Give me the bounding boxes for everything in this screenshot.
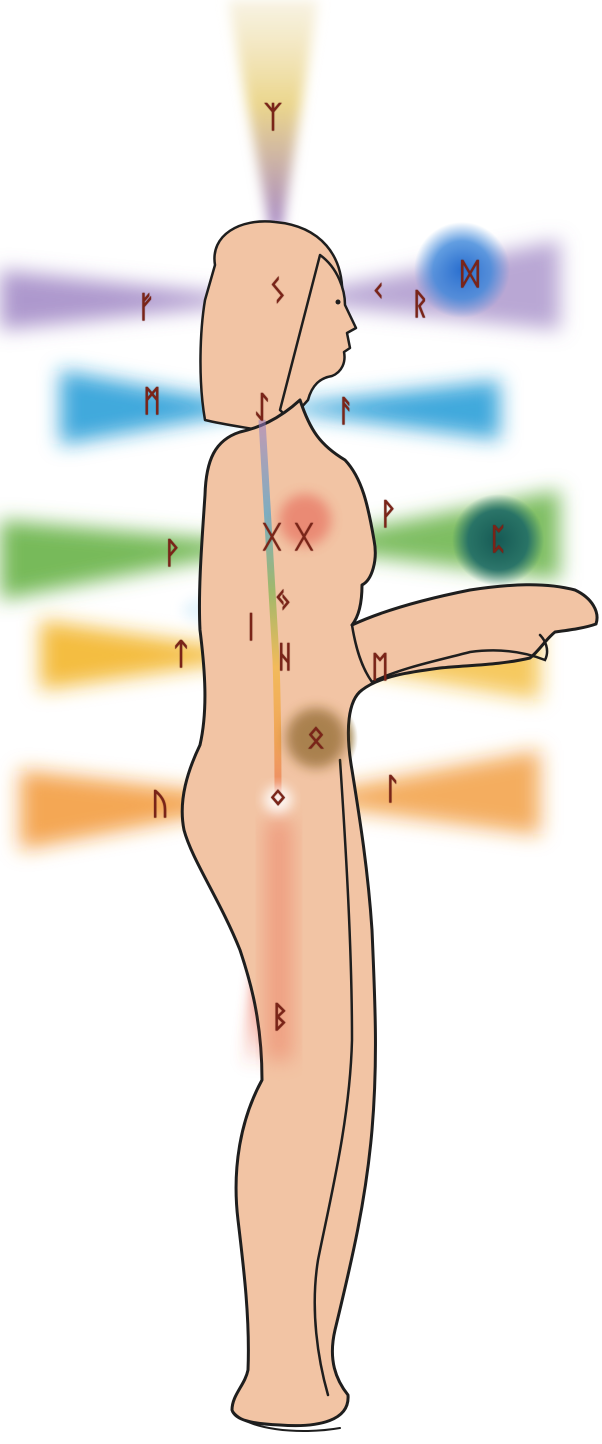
rune-hagalaz: ᚺ xyxy=(276,643,294,673)
rune-gebo-2: ᚷ xyxy=(295,523,313,553)
rune-ingwaz: ᛜ xyxy=(269,785,287,815)
rune-gebo: ᚷ xyxy=(263,523,281,553)
eye xyxy=(336,300,341,305)
rune-othala: ᛟ xyxy=(307,723,325,753)
rune-laguz: ᛚ xyxy=(383,775,401,805)
rune-ansuz: ᚨ xyxy=(337,397,355,427)
rune-mannaz: ᛗ xyxy=(143,387,161,417)
rune-fehu: ᚠ xyxy=(137,293,155,323)
rune-wunjo-2: ᚹ xyxy=(379,500,397,530)
rune-dagaz: ᛞ xyxy=(461,260,479,290)
rune-berkano: ᛒ xyxy=(271,1003,289,1033)
rune-kenaz: ᚲ xyxy=(369,277,387,307)
rune-sowilo: ᛊ xyxy=(269,277,287,307)
rune-perthro: ᛈ xyxy=(489,525,507,555)
rune-eihwaz: ᛇ xyxy=(253,393,271,423)
rune-raidho: ᚱ xyxy=(411,290,429,320)
rune-wunjo: ᚹ xyxy=(163,539,181,569)
rune-jera: ᛃ xyxy=(274,585,292,615)
rune-isa: ᛁ xyxy=(242,613,260,643)
rune-tiwaz: ᛏ xyxy=(172,640,190,670)
rune-ehwaz: ᛖ xyxy=(371,653,389,683)
rune-algiz: ᛉ xyxy=(264,103,282,133)
rune-uruz: ᚢ xyxy=(151,790,169,820)
